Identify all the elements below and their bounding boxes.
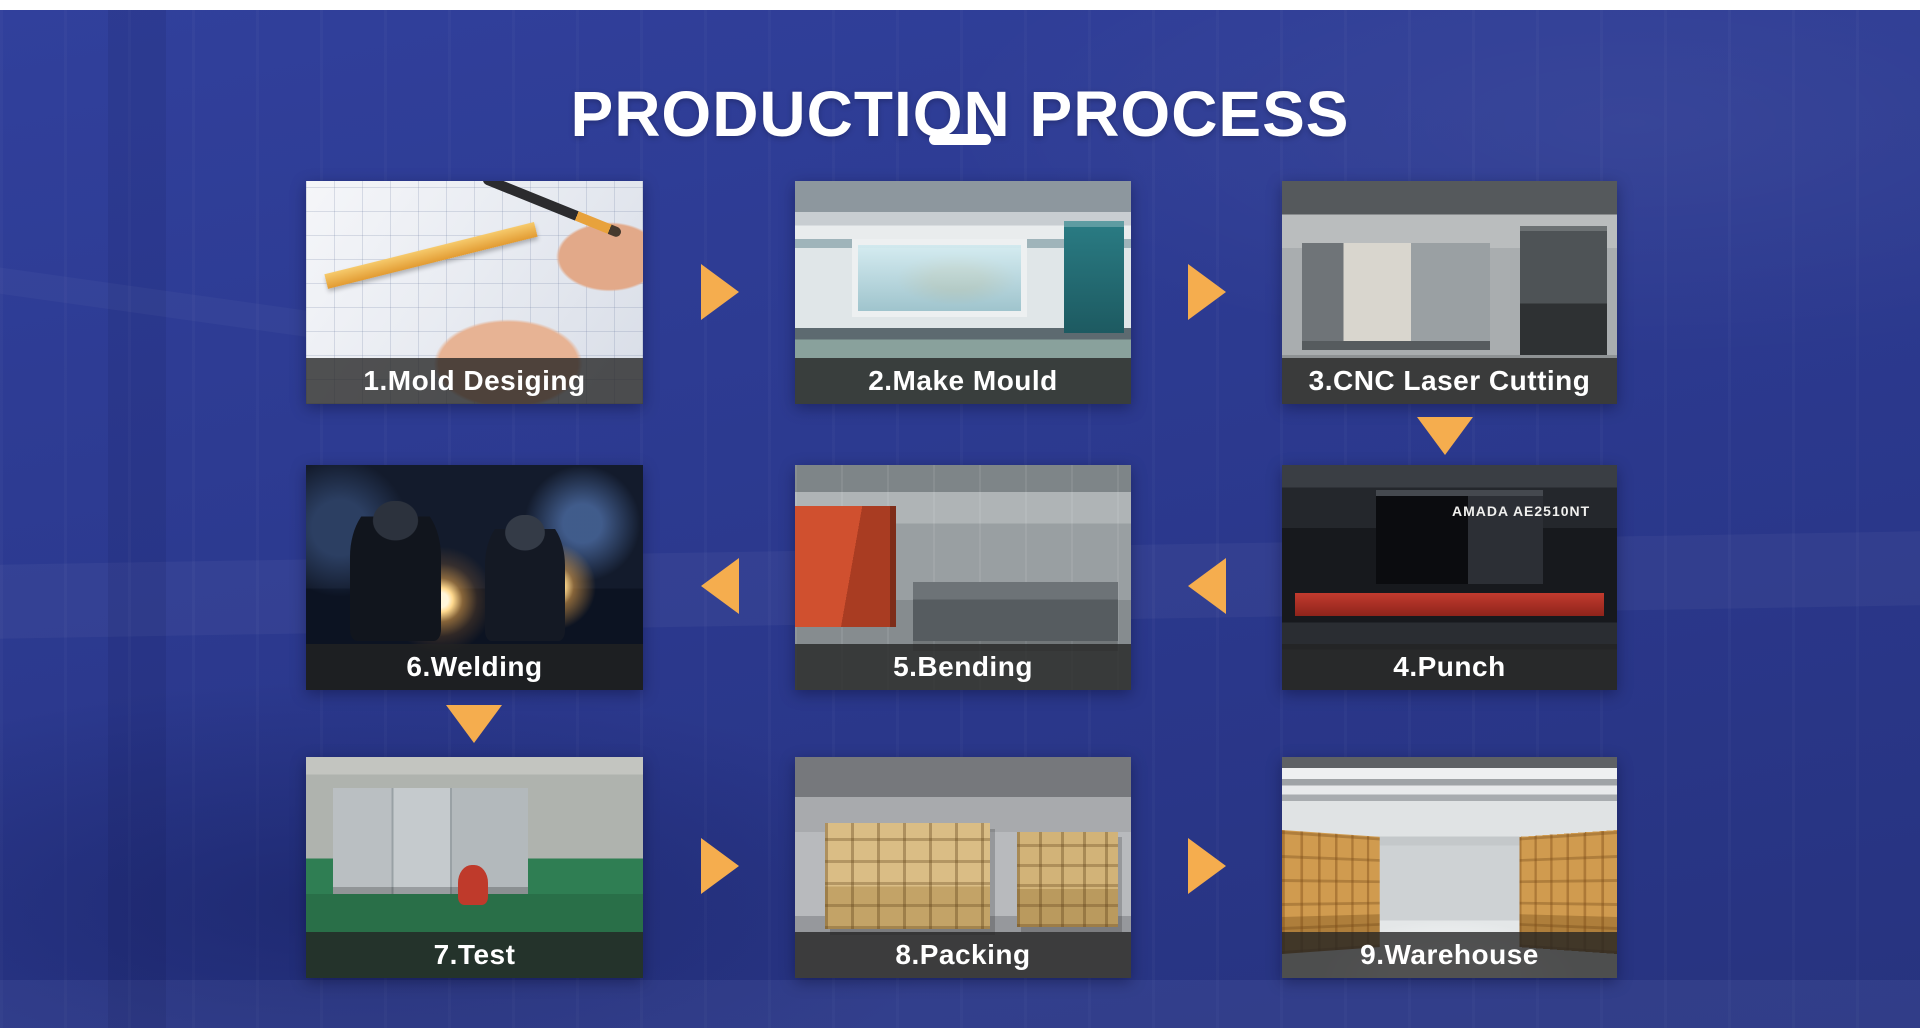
arrow-step7-to-step8-right-icon: [701, 838, 739, 894]
step-card-bending: 5.Bending: [795, 465, 1131, 690]
title-underline-dash: [929, 134, 991, 145]
background-texture-band: [0, 980, 1920, 1028]
arrow-step3-to-step4-down-icon: [1417, 417, 1473, 455]
arrow-step5-to-step6-left-icon: [701, 558, 739, 614]
background-texture-column: [108, 0, 166, 1028]
step-caption: 9.Warehouse: [1282, 932, 1617, 978]
step-caption: 6.Welding: [306, 644, 643, 690]
machine-model-label: AMADA AE2510NT: [1451, 503, 1591, 520]
arrow-step1-to-step2-right-icon: [701, 264, 739, 320]
arrow-step8-to-step9-right-icon: [1188, 838, 1226, 894]
step-caption: 4.Punch: [1282, 644, 1617, 690]
step-caption: 1.Mold Desiging: [306, 358, 643, 404]
step-caption: 5.Bending: [795, 644, 1131, 690]
top-white-strip: [0, 0, 1920, 10]
step-card-test: 7.Test: [306, 757, 643, 978]
step-card-packing: 8.Packing: [795, 757, 1131, 978]
step-card-warehouse: 9.Warehouse: [1282, 757, 1617, 978]
step-caption: 8.Packing: [795, 932, 1131, 978]
arrow-step4-to-step5-left-icon: [1188, 558, 1226, 614]
step-card-punch: AMADA AE2510NT 4.Punch: [1282, 465, 1617, 690]
arrow-step2-to-step3-right-icon: [1188, 264, 1226, 320]
step-caption: 7.Test: [306, 932, 643, 978]
arrow-step6-to-step7-down-icon: [446, 705, 502, 743]
step-card-mold-designing: 1.Mold Desiging: [306, 181, 643, 404]
step-card-welding: 6.Welding: [306, 465, 643, 690]
step-card-make-mould: 2.Make Mould: [795, 181, 1131, 404]
step-caption: 2.Make Mould: [795, 358, 1131, 404]
step-card-cnc-laser-cutting: 3.CNC Laser Cutting: [1282, 181, 1617, 404]
step-caption: 3.CNC Laser Cutting: [1282, 358, 1617, 404]
